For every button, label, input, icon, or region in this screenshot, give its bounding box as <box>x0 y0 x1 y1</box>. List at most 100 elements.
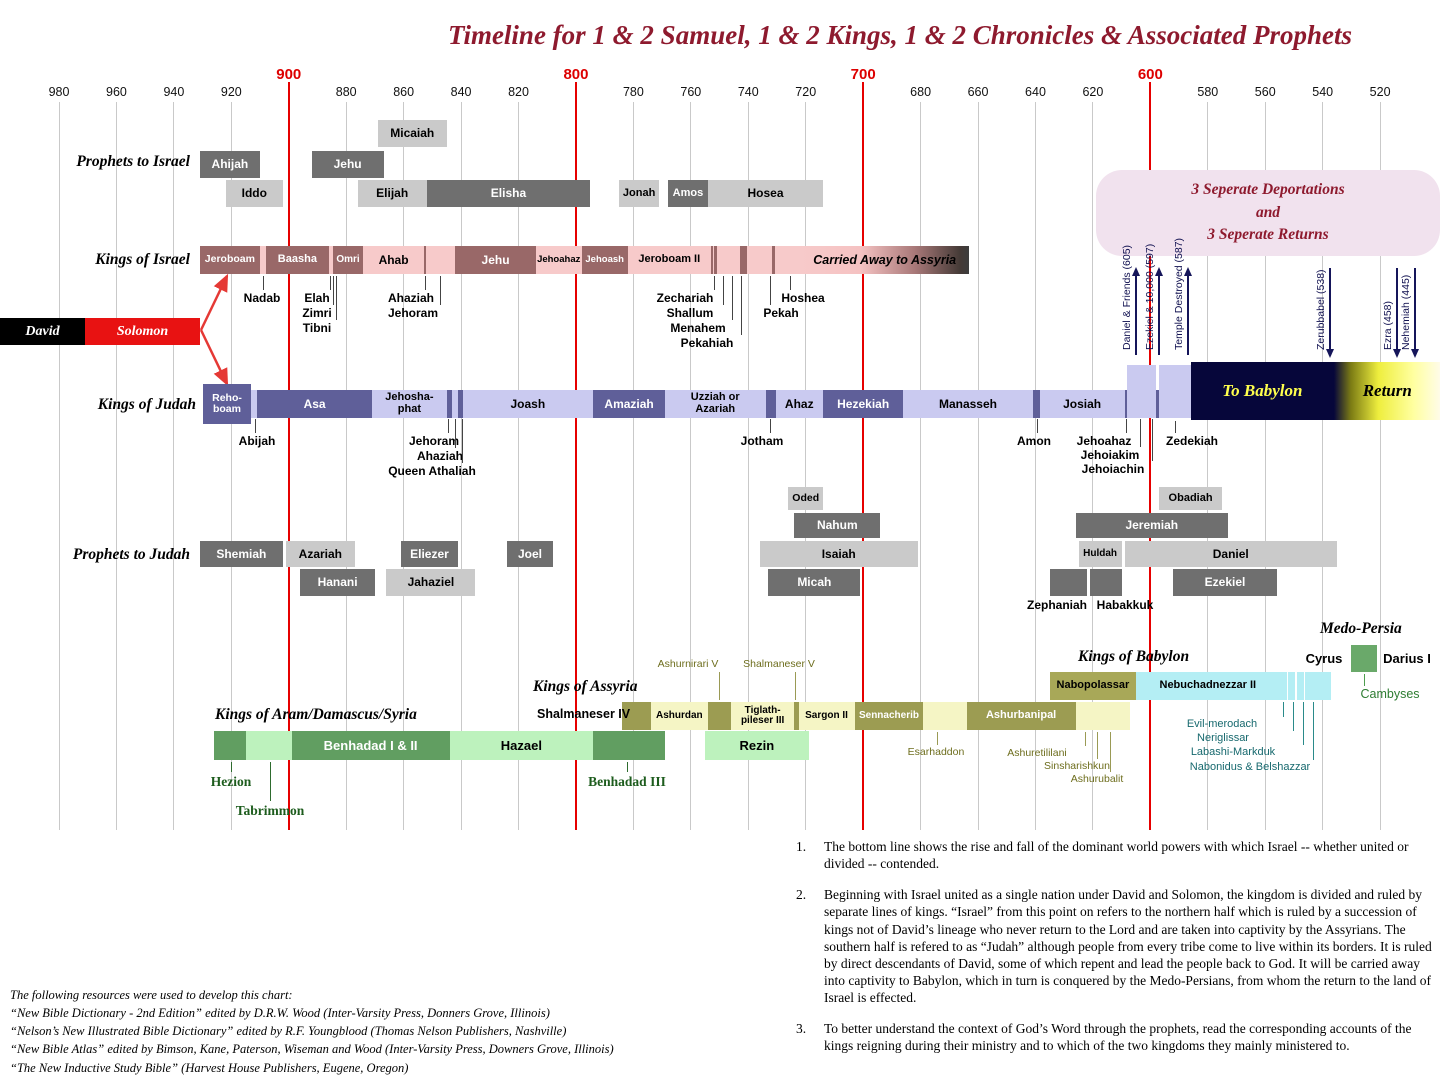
bar-segment <box>1049 569 1088 596</box>
gridline-560 <box>1264 102 1266 830</box>
bar-jeroboam-ii: Jeroboam II <box>627 246 711 274</box>
bar-segment <box>923 702 967 730</box>
label-jehoram: Jehoram <box>408 434 460 448</box>
label-jehoram: Jehoram <box>387 306 439 320</box>
bar-segment <box>775 246 800 274</box>
gridline-660 <box>977 102 979 830</box>
bar-asa: Asa <box>257 390 373 418</box>
gridline-980 <box>58 102 60 830</box>
bar-jeremiah: Jeremiah <box>1075 513 1228 538</box>
bar-ezekiel: Ezekiel <box>1173 569 1277 596</box>
pointer-line-elah <box>330 276 331 290</box>
deport-note-line-2: and <box>1255 203 1281 221</box>
bar-baasha: Baasha <box>265 246 329 274</box>
bar-hosea: Hosea <box>708 180 823 207</box>
gridline-920 <box>230 102 232 830</box>
tick-label-880: 880 <box>335 85 357 99</box>
arrow-line-daniel-friends-605 <box>1135 276 1137 355</box>
tick-label-860: 860 <box>393 85 415 99</box>
pointer-line-ashuretililani <box>1085 732 1086 746</box>
section-label-medo-persia: Medo-Persia <box>1320 620 1402 637</box>
label-elah: Elah <box>304 291 330 305</box>
bar-jehoash: Jehoash <box>581 246 628 274</box>
bar-segment <box>765 390 776 418</box>
bar-rezin: Rezin <box>705 731 809 760</box>
bar-segment <box>1156 390 1159 418</box>
bar-eliezer: Eliezer <box>400 541 459 567</box>
tick-label-760: 760 <box>680 85 702 99</box>
bar-carried-away-to-assyria: Carried Away to Assyria <box>799 246 970 274</box>
bar-joash: Joash <box>462 390 594 418</box>
pointer-line-jehoiakim <box>1140 419 1141 447</box>
gridline-540 <box>1322 102 1324 830</box>
bar-hezekiah: Hezekiah <box>822 390 904 418</box>
label-jehoiachin: Jehoiachin <box>1081 462 1145 476</box>
pointer-line-pekahiah <box>741 276 742 335</box>
bar-segment <box>328 246 333 274</box>
gridline-580 <box>1207 102 1209 830</box>
footnote-1-text: The bottom line shows the rise and fall … <box>824 839 1409 872</box>
tick-label-960: 960 <box>106 85 127 99</box>
label-queen-athaliah: Queen Athaliah <box>388 464 476 478</box>
bar-jehu: Jehu <box>311 151 384 178</box>
bar-josiah: Josiah <box>1039 390 1125 418</box>
bar-jeroboam: Jeroboam <box>199 246 261 274</box>
gridline-780 <box>632 102 634 830</box>
section-label-prophets-to-judah: Prophets to Judah <box>72 546 190 563</box>
label-zimri: Zimri <box>302 306 332 320</box>
pointer-line-evil-merodach <box>1283 702 1284 717</box>
gridline-960 <box>115 102 117 830</box>
tick-label-660: 660 <box>967 85 989 99</box>
bar-segment <box>452 390 459 418</box>
section-label-kings-of-israel: Kings of Israel <box>95 251 190 268</box>
tick-label-740: 740 <box>737 85 759 99</box>
pointer-line-hoshea <box>790 276 791 290</box>
pointer-line-nabonidus-belshazzar <box>1313 702 1314 760</box>
pointer-line-jehoahaz <box>1126 419 1127 433</box>
bar-segment <box>1090 569 1122 596</box>
bar-amos: Amos <box>667 180 709 207</box>
label-cambyses: Cambyses <box>1360 687 1420 701</box>
label-shalmaneser-v: Shalmaneser V <box>743 658 815 670</box>
bar-segment <box>446 390 453 418</box>
tick-label-600: 600 <box>1137 66 1163 83</box>
bar-segment <box>214 731 246 760</box>
bar-segment <box>245 731 292 760</box>
pointer-line-jotham <box>770 419 771 433</box>
bar-solomon: Solomon <box>85 318 200 345</box>
bar-segment <box>716 246 741 274</box>
bar-ahijah: Ahijah <box>199 151 261 178</box>
pointer-line-zechariah <box>714 276 715 290</box>
pointer-line-zimri <box>333 276 334 305</box>
bar-obadiah: Obadiah <box>1158 487 1223 510</box>
bar-joel: Joel <box>507 541 553 567</box>
arrow-line-ezra-458 <box>1396 268 1398 349</box>
label-neriglissar: Neriglissar <box>1197 732 1249 744</box>
bar-segment <box>1032 390 1040 418</box>
bar-jehoahaz: Jehoahaz <box>535 246 582 274</box>
bar-jahaziel: Jahaziel <box>386 569 476 596</box>
bar-tiglath: Tiglath-pileser III <box>731 702 795 730</box>
footnote-3-text: To better understand the context of God’… <box>824 1021 1412 1054</box>
bar-segment <box>1288 672 1296 700</box>
arrowhead-nehemiah-445 <box>1410 349 1419 358</box>
bar-darius-i: Darius I <box>1383 650 1431 666</box>
gridline-800 <box>574 82 577 830</box>
tick-label-560: 560 <box>1254 85 1276 99</box>
arrowhead-zerubbabel-538 <box>1325 349 1334 358</box>
gridline-860 <box>403 102 405 830</box>
tick-label-780: 780 <box>622 85 644 99</box>
label-ahaziah: Ahaziah <box>387 291 435 305</box>
bar-hanani: Hanani <box>300 569 375 596</box>
bar-to-babylon: To Babylon <box>1190 362 1335 420</box>
bar-segment <box>771 246 776 274</box>
pointer-line-nadab <box>263 276 264 290</box>
gridline-880 <box>345 102 347 830</box>
gridline-760 <box>690 102 692 830</box>
pointer-line-esarhaddon <box>937 732 938 745</box>
arrow-label-temple-destroyed-587: Temple Destroyed (587) <box>1173 237 1185 350</box>
bar-ahaz: Ahaz <box>775 390 823 418</box>
label-ahaziah: Ahaziah <box>416 449 464 463</box>
arrow-line-ezekiel-10-000-597 <box>1158 276 1160 355</box>
